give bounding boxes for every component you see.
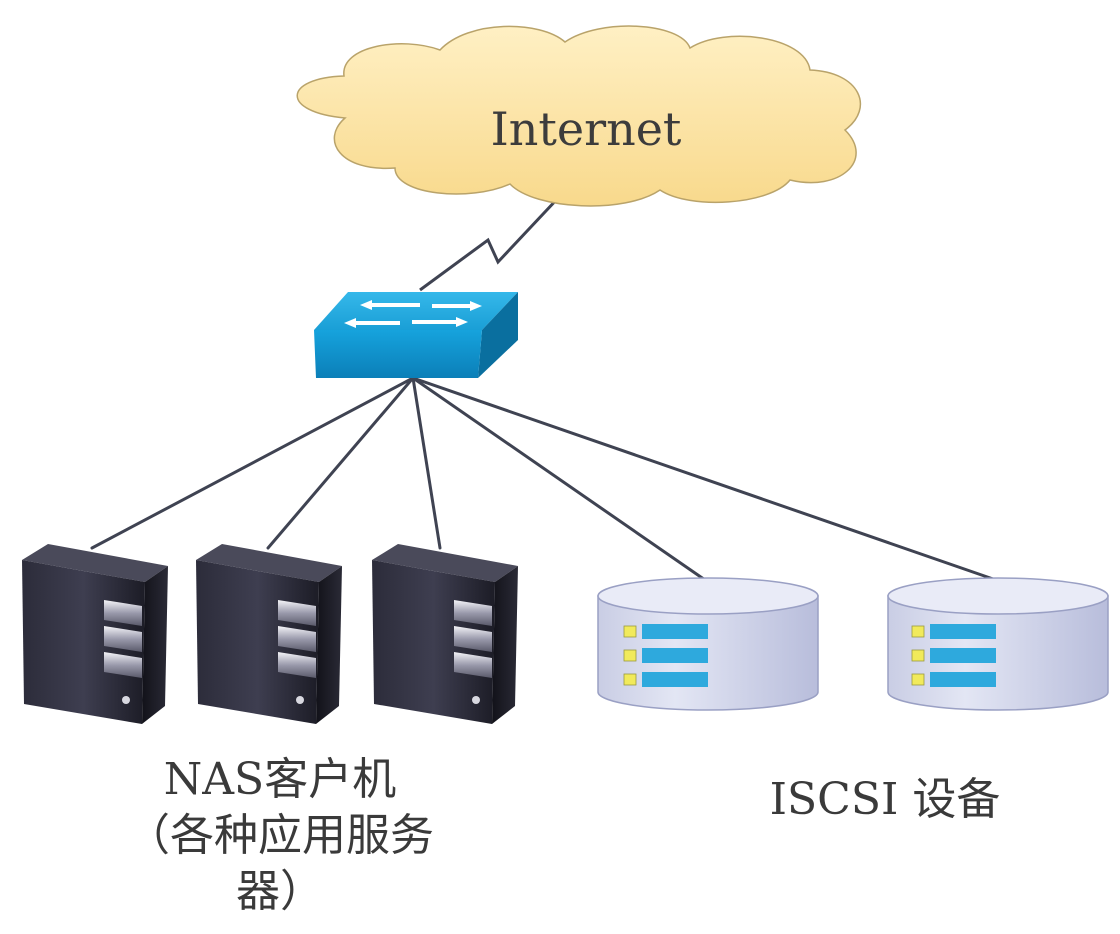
iscsi-device-2[interactable] <box>887 577 1109 711</box>
network-links <box>90 376 998 584</box>
nas-client-server-1[interactable] <box>22 544 168 724</box>
link-switch-storage-2 <box>411 376 998 582</box>
nas-clients-label: NAS客户机 （各种应用服务 器） <box>80 752 480 920</box>
link-switch-server-2 <box>266 376 415 550</box>
network-switch[interactable] <box>314 292 518 378</box>
tower-server-icon <box>22 544 168 724</box>
nas-client-server-3[interactable] <box>372 544 518 724</box>
link-switch-server-1 <box>90 376 415 550</box>
iscsi-devices-label: ISCSI 设备 <box>769 774 1001 825</box>
tower-server-icon <box>196 544 342 724</box>
cloud-icon <box>296 25 862 207</box>
link-switch-storage-1 <box>411 376 710 584</box>
nas-clients-label-line2: （各种应用服务 <box>126 810 434 861</box>
disk-storage-icon <box>597 577 819 711</box>
disk-storage-icon <box>887 577 1109 711</box>
internet-label: Internet <box>491 102 682 156</box>
nas-clients-label-line3: 器） <box>236 866 324 917</box>
tower-server-icon <box>372 544 518 724</box>
iscsi-device-1[interactable] <box>597 577 819 711</box>
link-switch-server-3 <box>411 376 442 550</box>
network-switch-icon <box>314 292 518 378</box>
nas-clients-label-line1: NAS客户机 <box>163 754 397 805</box>
nas-client-server-2[interactable] <box>196 544 342 724</box>
internet-cloud[interactable]: Internet <box>296 25 862 207</box>
wan-lightning-link <box>419 194 562 292</box>
